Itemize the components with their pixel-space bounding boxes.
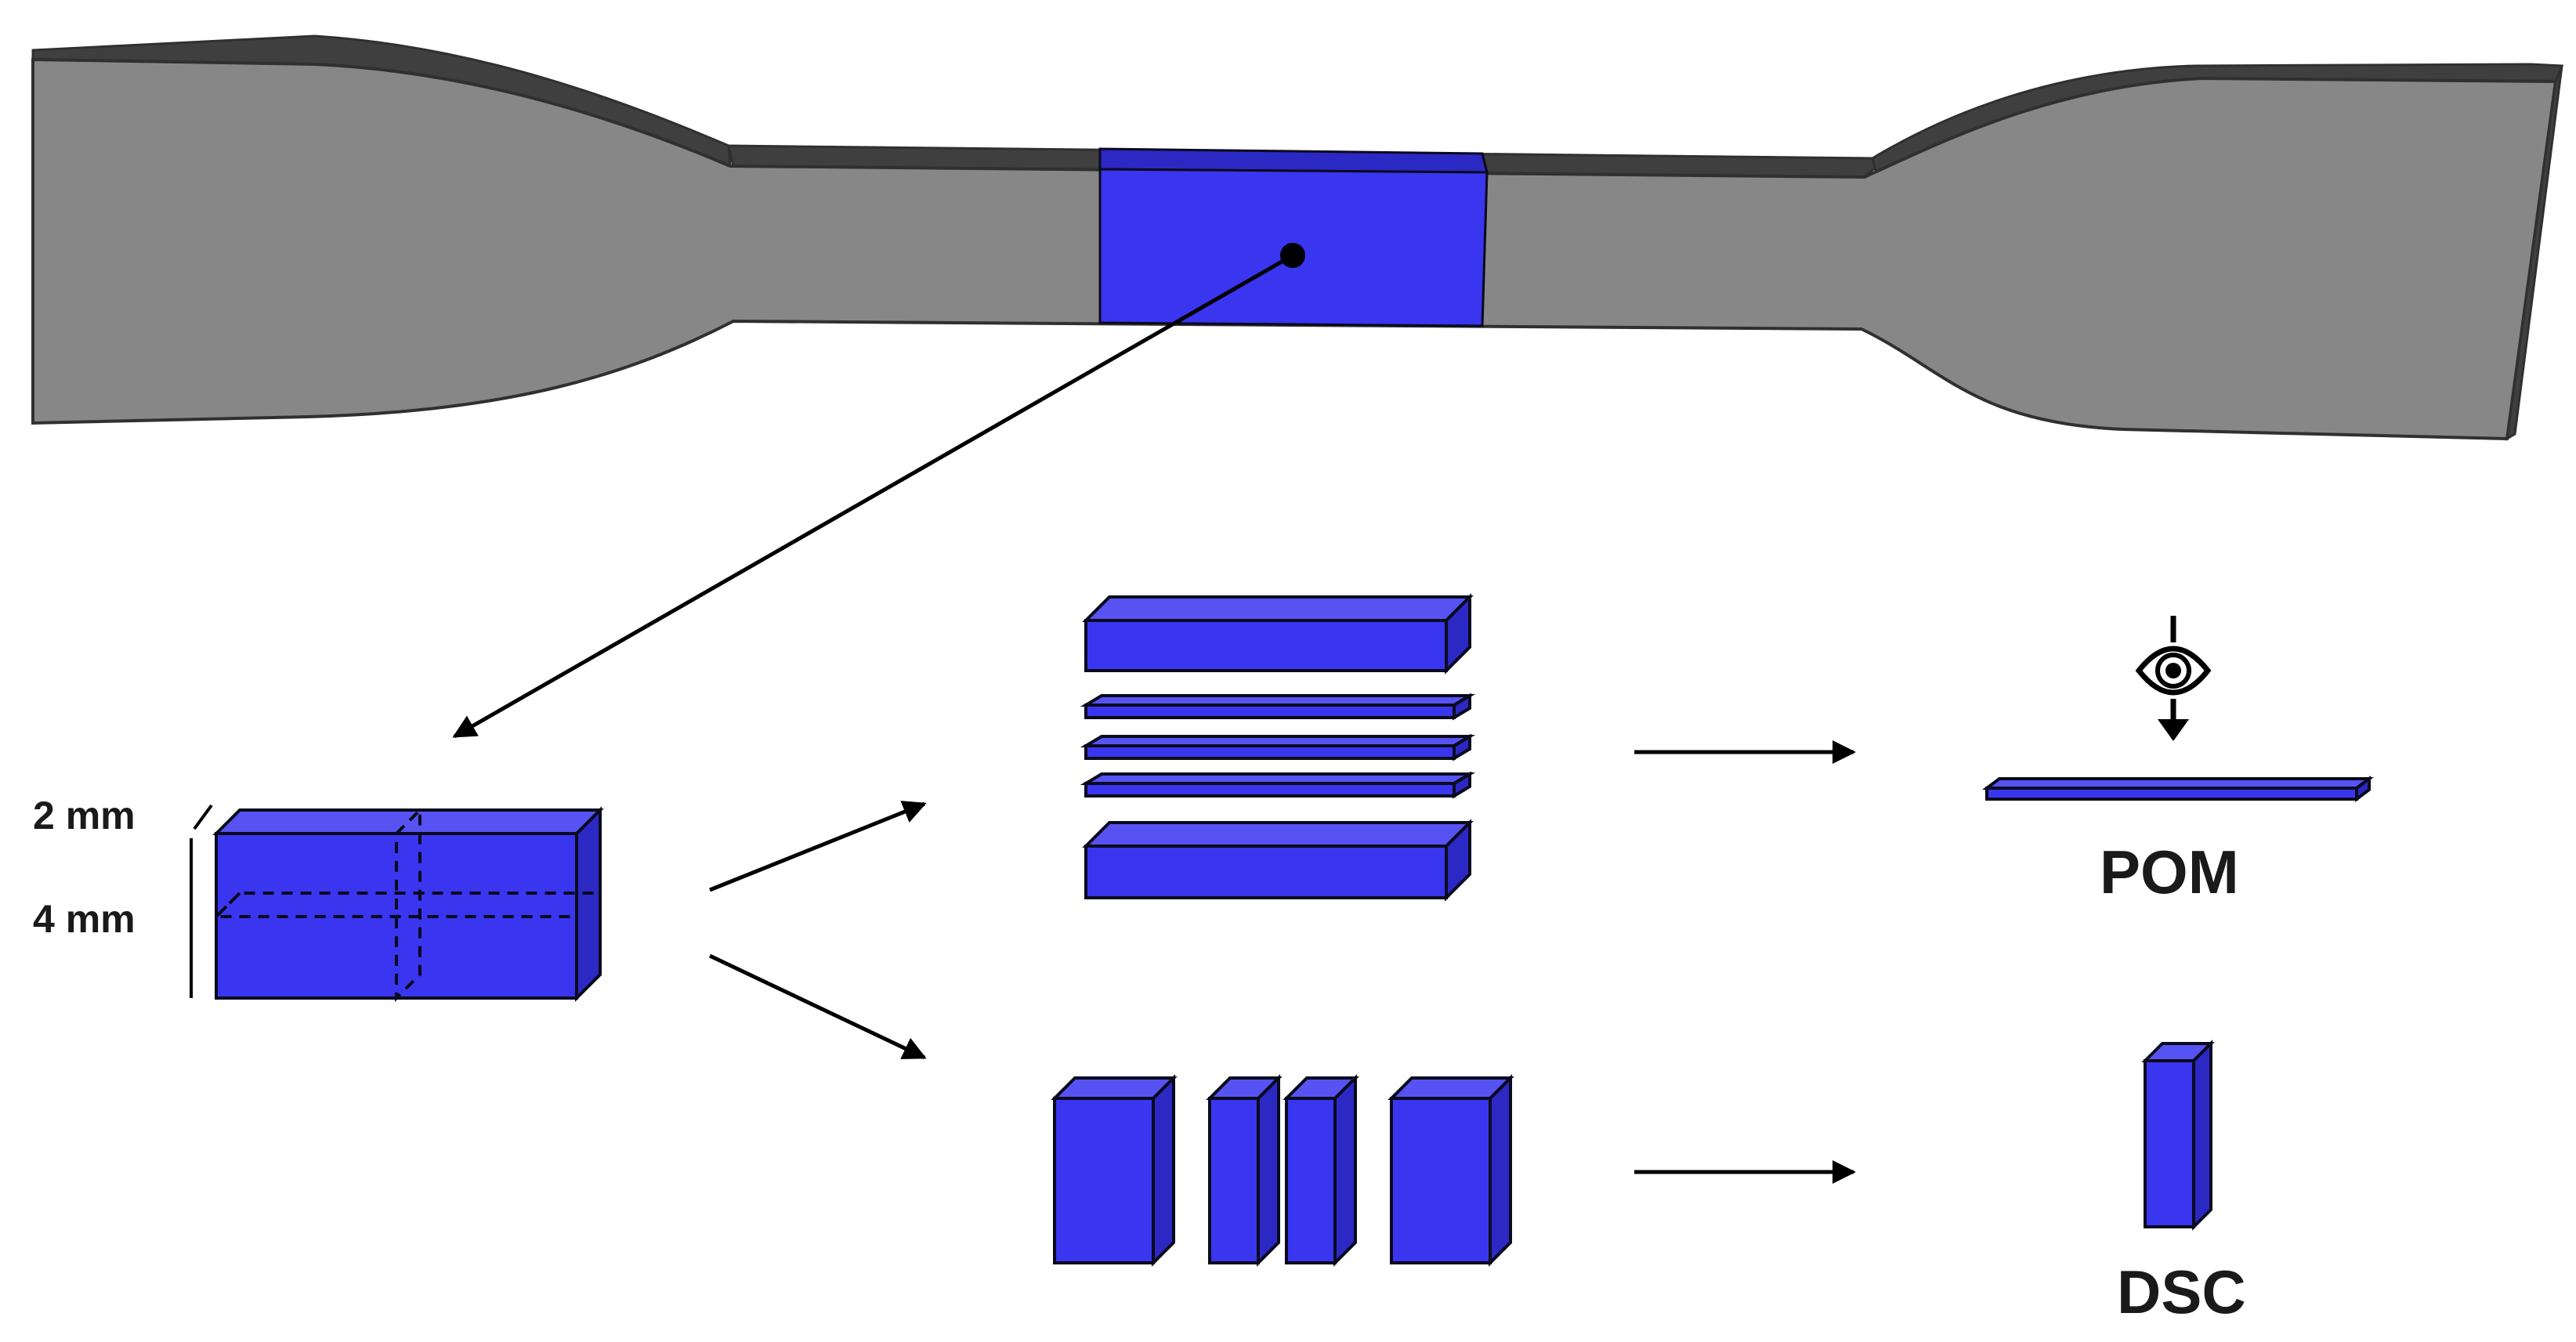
thin-slice-3 — [1080, 771, 1476, 799]
cut-plane-vertical — [395, 806, 421, 1002]
cut-plane-horizontal — [212, 892, 600, 918]
arrow-to-cut-block — [452, 253, 1294, 739]
slab-bottom — [1082, 819, 1474, 902]
tensile-specimen — [31, 34, 2564, 441]
thin-slice-1 — [1080, 693, 1476, 721]
width-label: 4 mm — [33, 897, 136, 941]
specimen-right-edge — [2505, 65, 2563, 441]
slice-stack — [1080, 593, 1476, 902]
pom-sample — [1982, 776, 2374, 802]
arrow-to-slices — [709, 801, 927, 892]
dsc-sample — [2141, 1040, 2215, 1231]
dsc-label: DSC — [2117, 1257, 2246, 1326]
piece-4 — [1387, 1074, 1514, 1267]
arrow-to-pieces — [708, 953, 927, 1060]
piece-3 — [1283, 1074, 1359, 1267]
pom-label: POM — [2100, 837, 2239, 906]
thickness-dimension-mark — [193, 804, 213, 830]
thin-slice-2 — [1080, 733, 1476, 761]
cut-block-side — [575, 806, 602, 1002]
cut-block-top — [212, 808, 604, 835]
piece-2 — [1206, 1074, 1283, 1267]
thickness-label: 2 mm — [33, 794, 136, 837]
cut-block: 2 mm 4 mm — [33, 794, 604, 1002]
piece-set — [1051, 1074, 1514, 1267]
slab-top — [1082, 593, 1474, 675]
eye-icon — [2135, 616, 2212, 741]
piece-1 — [1051, 1074, 1178, 1267]
